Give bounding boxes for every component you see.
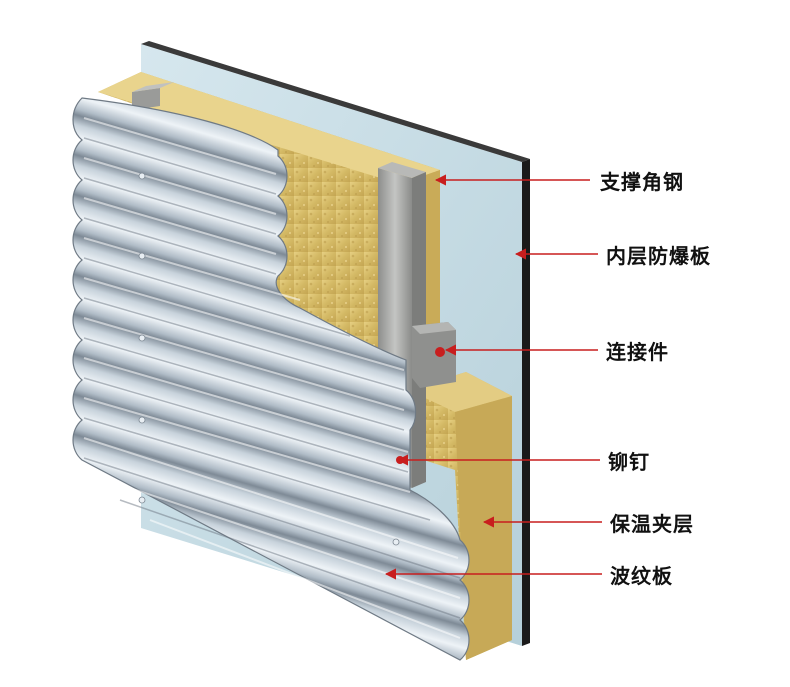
label-support-angle-steel: 支撑角钢	[600, 170, 684, 194]
connector-bolt	[435, 347, 445, 357]
top-angle-bracket	[132, 82, 174, 110]
rivet-marker-dot	[396, 456, 404, 464]
label-corrugated-board: 波纹板	[610, 564, 673, 588]
rivet-dot	[138, 252, 146, 260]
leader-lines	[384, 174, 602, 580]
label-inner-explosion-board: 内层防爆板	[606, 244, 711, 268]
rivet-dot	[138, 172, 146, 180]
rivet-dot	[138, 416, 146, 424]
label-rivet: 铆钉	[608, 450, 650, 474]
insulation-lower-block	[408, 372, 512, 660]
label-insulation-layer: 保温夹层	[610, 512, 694, 536]
rivet-dot	[392, 538, 400, 546]
rivet-dot	[138, 496, 146, 504]
rivet-dot	[138, 334, 146, 342]
label-connector: 连接件	[606, 340, 669, 364]
connector-bracket	[412, 322, 456, 388]
corrugated-board	[72, 97, 470, 661]
